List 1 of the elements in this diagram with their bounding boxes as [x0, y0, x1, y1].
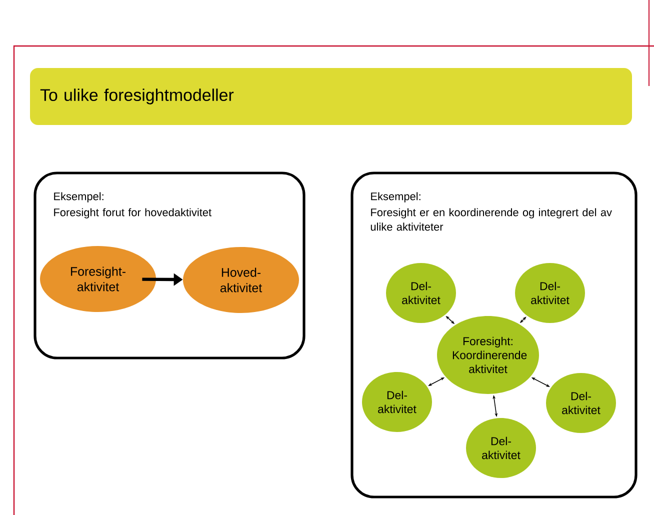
- title-band: To ulike foresightmodeller: [30, 68, 632, 125]
